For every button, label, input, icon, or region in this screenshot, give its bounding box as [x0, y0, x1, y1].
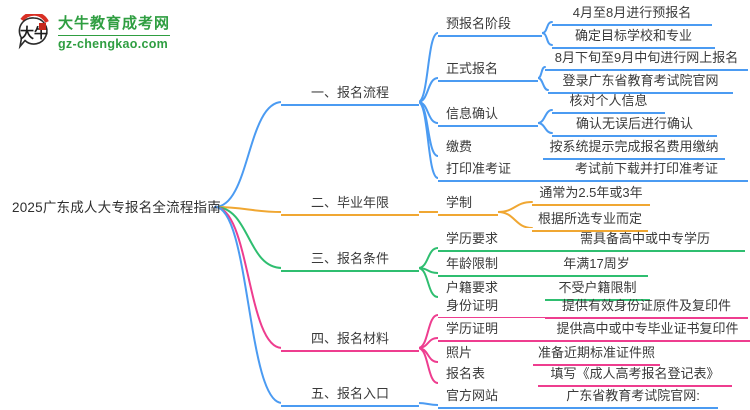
connector-sub6-leaf2: [497, 211, 533, 229]
connector-sub1-leaf2: [541, 32, 553, 46]
connector-branch4-sub4: [417, 347, 439, 384]
leaf-node: 8月下旬至9月中旬进行网上报名: [545, 47, 748, 71]
connector-sub3-leaf1: [537, 109, 553, 124]
sub-node-formal-registration: 正式报名: [438, 58, 538, 82]
branch-node-5: 五、报名入口: [281, 383, 419, 407]
leaf-node: 确定目标学校和专业: [552, 25, 715, 49]
branch-node-3: 三、报名条件: [281, 248, 419, 272]
leaf-node: 4月至8月进行预报名: [552, 2, 712, 26]
logo-icon: 大牛: [18, 14, 49, 50]
leaf-node: 提供高中或中专毕业证书复印件: [545, 318, 750, 342]
leaf-node: 确认无误后进行确认: [552, 113, 717, 137]
sub-node-payment: 缴费: [438, 136, 543, 160]
connector-branch1-sub1: [417, 32, 439, 103]
leaf-node: 准备近期标准证件照: [533, 342, 660, 366]
logo-title: 大牛教育成考网: [58, 15, 171, 32]
connector-root-branch3: [214, 206, 283, 269]
connector-sub3-leaf2: [537, 122, 553, 134]
connector-branch3-sub3: [417, 267, 439, 298]
leaf-node: 考试前下载并打印准考证: [545, 158, 748, 182]
branch-node-1: 一、报名流程: [281, 82, 419, 106]
sub-node-info-confirmation: 信息确认: [438, 103, 538, 127]
branch-node-2: 二、毕业年限: [281, 192, 419, 216]
sub-node-age-limit: 年龄限制: [438, 253, 545, 277]
sub-node-education-requirement: 学历要求: [438, 228, 545, 252]
leaf-node: 需具备高中或中专学历: [545, 228, 745, 252]
logo-text-block: 大牛教育成考网 gz-chengkao.com: [58, 14, 170, 52]
sub-node-official-website: 官方网站: [438, 385, 548, 409]
connector-sub2-leaf2: [537, 77, 549, 91]
logo-divider: [58, 35, 170, 36]
leaf-node: 不受户籍限制: [545, 277, 650, 301]
connector-branch5-sub1: [417, 402, 439, 406]
leaf-node: 登录广东省教育考试院官网: [548, 70, 733, 94]
connector-root-branch1: [214, 101, 283, 208]
connector-branch1-sub5: [417, 101, 439, 179]
connector-sub1-leaf1: [541, 21, 553, 34]
sub-node-education-proof: 学历证明: [438, 318, 545, 342]
connector-sub2-leaf1: [537, 66, 546, 79]
leaf-node: 通常为2.5年或3年: [532, 182, 650, 206]
connector-root-branch4: [214, 206, 283, 349]
leaf-node: 广东省教育考试院官网:: [548, 385, 718, 409]
leaf-node: 提供有效身份证原件及复印件: [545, 295, 748, 319]
connector-branch1-sub2: [417, 77, 439, 103]
logo-domain: gz-chengkao.com: [58, 37, 169, 51]
sub-node-id-proof: 身份证明: [438, 295, 545, 319]
leaf-node: 年满17周岁: [545, 253, 648, 277]
site-logo: 大牛 大牛教育成考网 gz-chengkao.com: [16, 14, 170, 52]
branch-node-4: 四、报名材料: [281, 328, 419, 352]
leaf-node: 填写《成人高考报名登记表》: [538, 363, 732, 387]
leaf-node: 根据所选专业而定: [532, 208, 648, 232]
sub-node-study-length: 学制: [438, 192, 498, 216]
connector-sub6-leaf1: [497, 201, 533, 213]
leaf-node: 核对个人信息: [552, 90, 665, 114]
connector-branch3-sub1: [417, 247, 439, 269]
sub-node-registration-form: 报名表: [438, 363, 538, 387]
connector-root-branch5: [214, 206, 283, 404]
leaf-node: 按系统提示完成报名费用缴纳: [543, 136, 725, 160]
mindmap-root-node: 2025广东成人大专报名全流程指南: [12, 200, 221, 215]
sub-node-print-ticket: 打印准考证: [438, 158, 545, 182]
sub-node-preregistration: 预报名阶段: [438, 13, 542, 37]
